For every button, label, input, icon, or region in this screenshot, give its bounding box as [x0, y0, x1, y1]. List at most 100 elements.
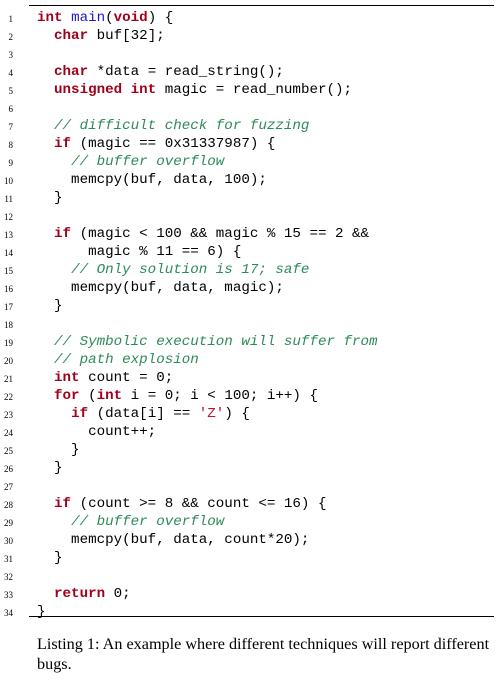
code-text: }: [37, 297, 63, 315]
code-text: memcpy(buf, data, count*20);: [37, 531, 309, 549]
keyword-token: void: [113, 10, 148, 26]
code-text: count++;: [37, 423, 156, 441]
comment-token: // buffer overflow: [71, 514, 225, 530]
code-token: i = 0; i < 100; i++) {: [122, 388, 318, 404]
keyword-token: return: [54, 586, 106, 602]
code-text: if (count >= 8 && count <= 16) {: [37, 495, 326, 513]
keyword-token: for: [54, 388, 80, 404]
line-number: 28: [4, 500, 13, 510]
keyword-token: int: [96, 388, 123, 404]
code-text: if (magic == 0x31337987) {: [37, 135, 275, 153]
code-line: 25 }: [0, 441, 500, 459]
code-text: }: [37, 459, 63, 477]
code-line: 5 unsigned int magic = read_number();: [0, 81, 500, 99]
code-line: 12: [0, 207, 500, 225]
line-number: 8: [8, 140, 14, 150]
code-token: [37, 28, 54, 44]
code-line: 26 }: [0, 459, 500, 477]
code-token: ) {: [224, 406, 250, 422]
string-token: 'Z': [198, 406, 225, 422]
line-number: 16: [4, 284, 13, 294]
code-line: 14 magic % 11 == 6) {: [0, 243, 500, 261]
code-token: [37, 262, 71, 278]
code-text: if (data[i] == 'Z') {: [37, 405, 250, 423]
line-number: 26: [4, 464, 13, 474]
code-token: [37, 586, 54, 602]
comment-token: // path explosion: [54, 352, 199, 368]
code-text: unsigned int magic = read_number();: [37, 81, 352, 99]
listing-caption: Listing 1: An example where different te…: [37, 635, 490, 673]
code-token: (data[i] ==: [88, 406, 199, 422]
code-token: [37, 370, 54, 386]
keyword-token: char: [54, 64, 89, 80]
line-number: 1: [8, 14, 14, 24]
code-token: magic % 11 == 6) {: [37, 244, 242, 260]
code-text: // buffer overflow: [37, 153, 224, 171]
line-number: 15: [4, 266, 13, 276]
code-line: 32: [0, 567, 500, 585]
code-text: // Only solution is 17; safe: [37, 261, 309, 279]
line-number: 25: [4, 446, 13, 456]
code-token: magic = read_number();: [156, 82, 353, 98]
code-text: int count = 0;: [37, 369, 173, 387]
code-token: memcpy(buf, data, 100);: [37, 172, 267, 188]
code-line: 31 }: [0, 549, 500, 567]
code-text: magic % 11 == 6) {: [37, 243, 241, 261]
keyword-token: if: [71, 406, 89, 422]
code-token: }: [37, 604, 46, 620]
line-number: 14: [4, 248, 13, 258]
code-text: // Symbolic execution will suffer from: [37, 333, 378, 351]
code-token: [37, 82, 54, 98]
code-line: 23 if (data[i] == 'Z') {: [0, 405, 500, 423]
code-token: [37, 388, 54, 404]
keyword-token: int: [54, 370, 80, 386]
line-number: 31: [4, 554, 13, 564]
code-line: 4 char *data = read_string();: [0, 63, 500, 81]
code-text: }: [37, 441, 80, 459]
code-token: [37, 154, 71, 170]
code-text: // difficult check for fuzzing: [37, 117, 309, 135]
line-number: 4: [8, 68, 14, 78]
code-token: [37, 334, 54, 350]
line-number: 6: [8, 104, 14, 114]
code-text: }: [37, 189, 63, 207]
line-number: 3: [8, 50, 14, 60]
code-text: }: [37, 549, 63, 567]
line-number: 7: [8, 122, 14, 132]
line-number: 22: [4, 392, 13, 402]
code-token: (: [105, 10, 114, 26]
line-number: 9: [8, 158, 14, 168]
keyword-token: unsigned int: [54, 82, 157, 98]
code-token: (: [79, 388, 97, 404]
code-line: 28 if (count >= 8 && count <= 16) {: [0, 495, 500, 513]
code-token: memcpy(buf, data, magic);: [37, 280, 284, 296]
line-number: 5: [8, 86, 14, 96]
code-text: // path explosion: [37, 351, 199, 369]
code-token: }: [37, 298, 63, 314]
keyword-token: if: [54, 496, 72, 512]
code-text: int main(void) {: [37, 9, 173, 27]
code-line: 27: [0, 477, 500, 495]
code-token: [37, 406, 71, 422]
code-token: [37, 64, 54, 80]
line-number: 29: [4, 518, 13, 528]
code-token: count = 0;: [79, 370, 174, 386]
code-text: char *data = read_string();: [37, 63, 284, 81]
code-line: 8 if (magic == 0x31337987) {: [0, 135, 500, 153]
code-text: for (int i = 0; i < 100; i++) {: [37, 387, 318, 405]
code-token: count++;: [37, 424, 157, 440]
code-text: }: [37, 603, 46, 621]
comment-token: // difficult check for fuzzing: [54, 118, 310, 134]
code-token: ) {: [147, 10, 174, 26]
code-text: return 0;: [37, 585, 131, 603]
line-number: 21: [4, 374, 13, 384]
code-token: }: [37, 190, 63, 206]
code-token: [37, 496, 54, 512]
line-number: 32: [4, 572, 13, 582]
code-line: 34}: [0, 603, 500, 621]
code-token: [37, 118, 54, 134]
code-line: 30 memcpy(buf, data, count*20);: [0, 531, 500, 549]
code-line: 6: [0, 99, 500, 117]
comment-token: // Symbolic execution will suffer from: [54, 334, 378, 350]
